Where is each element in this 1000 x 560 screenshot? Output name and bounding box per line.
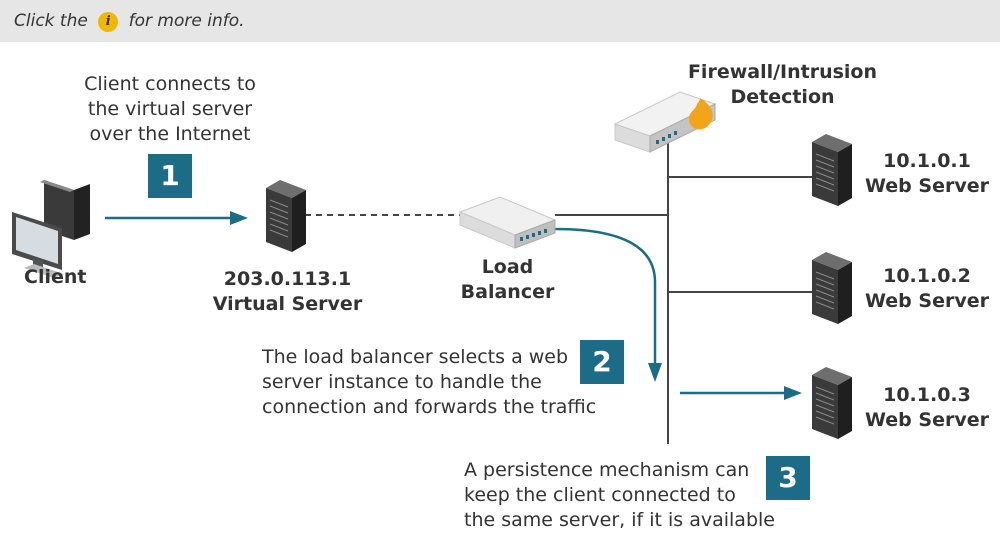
instruction-bar: Click the i for more info. [0, 0, 1000, 42]
flame-icon [688, 98, 713, 130]
firewall-line-1: Firewall/Intrusion [687, 61, 878, 83]
web-server-3-label: 10.1.0.3 Web Server [862, 383, 992, 433]
server-tower-icon [811, 366, 853, 440]
client-label: Client [24, 266, 87, 288]
step-3-line-2: keep the client connected to [464, 484, 736, 506]
virtual-server-label: 203.0.113.1 Virtual Server [205, 267, 370, 317]
step-2-badge: 2 [580, 340, 624, 384]
server-tower-icon [265, 179, 307, 253]
server-tower-icon [811, 251, 853, 325]
step-3-line-1: A persistence mechanism can [464, 459, 750, 481]
arrow-to-web-server-3 [680, 386, 802, 400]
hint-suffix: for more info. [128, 11, 245, 31]
network-diagram [12, 91, 853, 444]
firewall-label: Firewall/Intrusion Detection [680, 60, 885, 110]
web-server-3-name: Web Server [865, 409, 989, 431]
load-balancer-line-1: Load [481, 256, 534, 278]
step-2-caption: The load balancer selects a web server i… [262, 345, 596, 420]
firewall-line-2: Detection [730, 86, 835, 108]
arrow-client-to-virtual-server [105, 211, 248, 225]
server-tower-icon [811, 133, 853, 207]
computer-icon [12, 180, 90, 278]
step-2-line-2: server instance to handle the [262, 371, 542, 393]
step-1-badge: 1 [148, 154, 192, 198]
step-2-line-3: connection and forwards the traffic [262, 396, 597, 418]
step-3-caption: A persistence mechanism can keep the cli… [464, 458, 775, 533]
step-1-line-1: Client connects to [84, 73, 256, 95]
web-server-2-name: Web Server [865, 290, 989, 312]
web-server-1-label: 10.1.0.1 Web Server [862, 149, 992, 199]
step-1-line-2: the virtual server [87, 98, 253, 120]
step-1-caption: Client connects to the virtual server ov… [70, 72, 270, 147]
load-balancer-line-2: Balancer [460, 281, 555, 303]
virtual-server-name: Virtual Server [212, 293, 363, 315]
load-balancer-label: Load Balancer [460, 255, 555, 305]
step-2-line-1: The load balancer selects a web [262, 346, 569, 368]
arrow-lb-to-backbone [554, 227, 662, 382]
web-server-3-ip: 10.1.0.3 [883, 384, 971, 406]
web-server-2-ip: 10.1.0.2 [883, 265, 971, 287]
virtual-server-ip: 203.0.113.1 [223, 268, 352, 290]
load-balancer-appliance-icon [458, 196, 557, 249]
step-3-badge: 3 [766, 456, 810, 500]
hint-prefix: Click the [14, 11, 88, 31]
web-server-1-ip: 10.1.0.1 [883, 150, 971, 172]
web-server-2-label: 10.1.0.2 Web Server [862, 264, 992, 314]
web-server-1-name: Web Server [865, 175, 989, 197]
step-1-line-3: over the Internet [89, 123, 251, 145]
instruction-hint: Click the i for more info. [14, 11, 245, 32]
info-icon[interactable]: i [98, 12, 119, 32]
step-3-line-3: the same server, if it is available [464, 509, 775, 531]
